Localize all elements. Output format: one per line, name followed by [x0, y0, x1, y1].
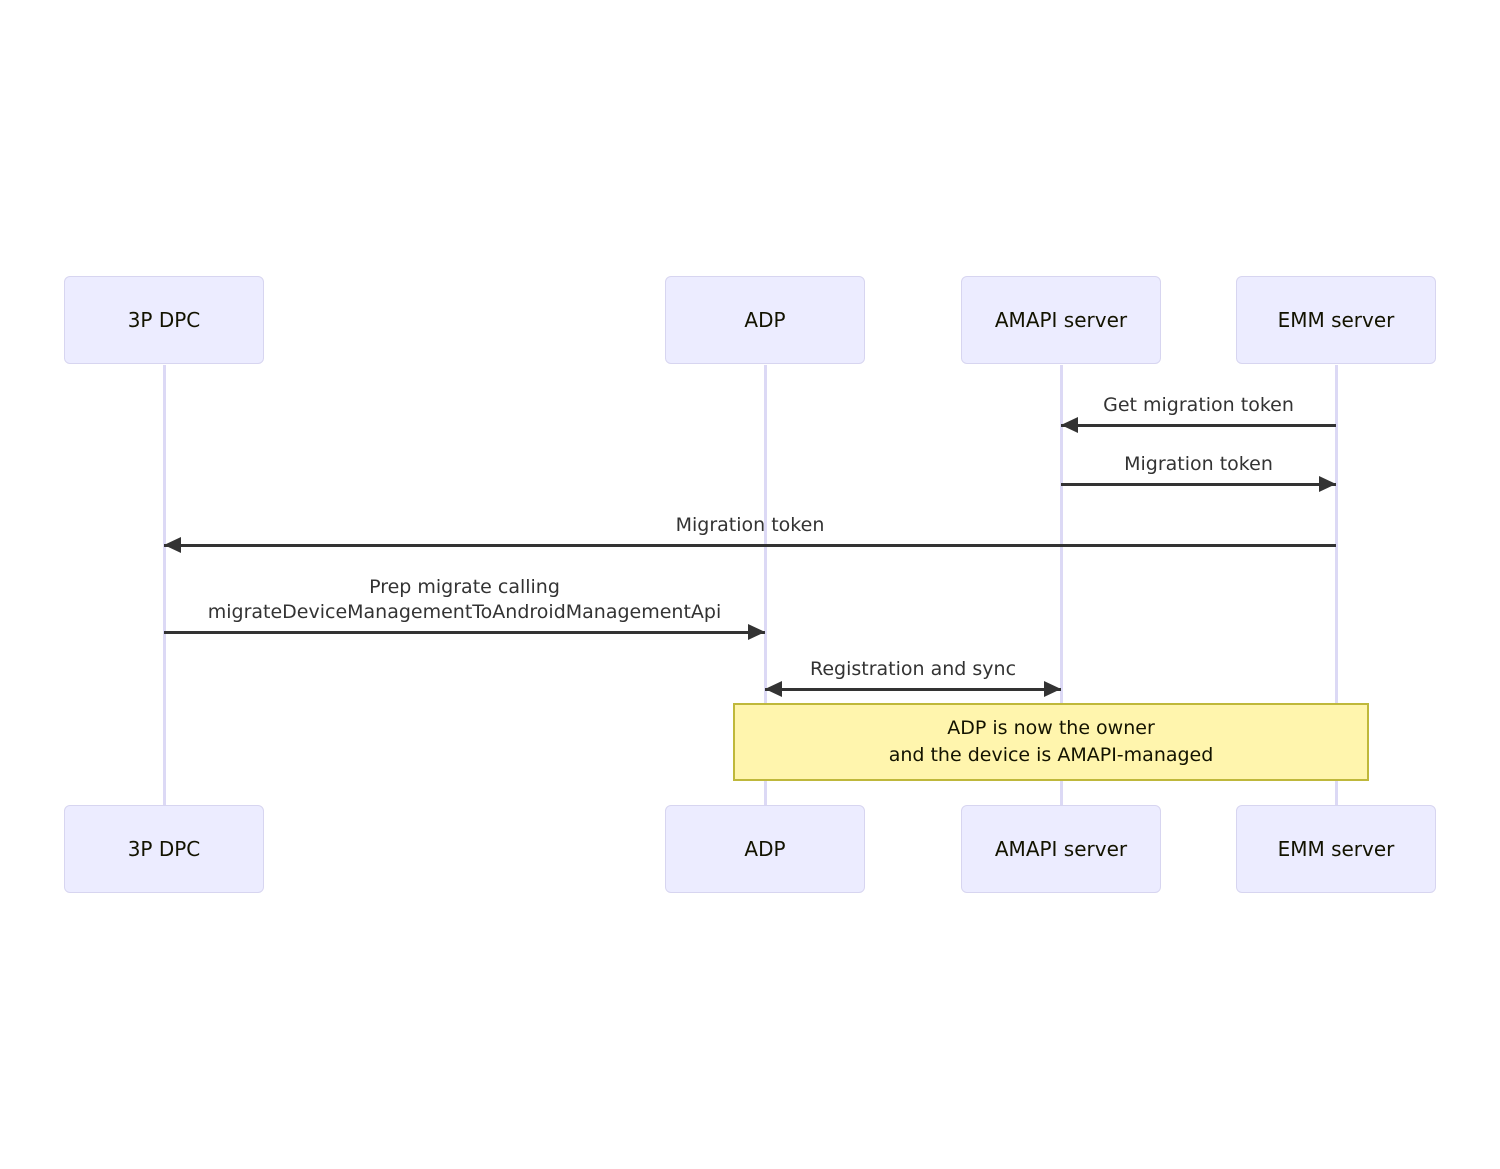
participant-box-adp-bottom[interactable]: ADP [665, 805, 865, 893]
message-label-migration-token-amapi-to-emm: Migration token [1124, 453, 1273, 475]
message-label-prep-migrate: Prep migrate calling migrateDeviceManage… [207, 576, 722, 623]
participant-label-adp-top: ADP [744, 308, 786, 332]
arrowhead-right-icon [748, 624, 765, 640]
participant-box-amapi-server-bottom[interactable]: AMAPI server [961, 805, 1161, 893]
note-text: ADP is now the owner and the device is A… [888, 717, 1214, 766]
participant-label-amapi-server-top: AMAPI server [994, 308, 1128, 332]
participant-label-3p-dpc-bottom: 3P DPC [127, 837, 201, 861]
lifeline-emm-server [1335, 365, 1338, 805]
message-label-migration-token-emm-to-dpc: Migration token [675, 514, 825, 536]
participant-label-3p-dpc-top: 3P DPC [127, 308, 201, 332]
message-line [1061, 424, 1336, 427]
message-line [164, 631, 765, 634]
note-adp-is-now-the-owner: ADP is now the owner and the device is A… [733, 703, 1369, 781]
participant-box-3p-dpc-top[interactable]: 3P DPC [64, 276, 264, 364]
participant-box-adp-top[interactable]: ADP [665, 276, 865, 364]
arrowhead-right-icon [1319, 476, 1336, 492]
lifeline-3p-dpc [163, 365, 166, 805]
participant-box-emm-server-bottom[interactable]: EMM server [1236, 805, 1436, 893]
lifeline-adp [764, 365, 767, 805]
arrowhead-left-icon [1061, 417, 1078, 433]
participant-box-3p-dpc-bottom[interactable]: 3P DPC [64, 805, 264, 893]
arrowhead-right-icon [1044, 681, 1061, 697]
participant-label-emm-server-top: EMM server [1277, 308, 1395, 332]
message-line [765, 688, 1061, 691]
message-label-registration-and-sync: Registration and sync [809, 658, 1017, 680]
lifeline-amapi-server [1060, 365, 1063, 805]
message-line [1061, 483, 1336, 486]
participant-box-emm-server-top[interactable]: EMM server [1236, 276, 1436, 364]
participant-label-amapi-server-bottom: AMAPI server [994, 837, 1128, 861]
participant-label-emm-server-bottom: EMM server [1277, 837, 1395, 861]
message-line [164, 544, 1336, 547]
arrowhead-left-icon [164, 537, 181, 553]
arrowhead-left-icon [765, 681, 782, 697]
participant-label-adp-bottom: ADP [744, 837, 786, 861]
participant-box-amapi-server-top[interactable]: AMAPI server [961, 276, 1161, 364]
message-label-get-migration-token: Get migration token [1103, 394, 1294, 416]
